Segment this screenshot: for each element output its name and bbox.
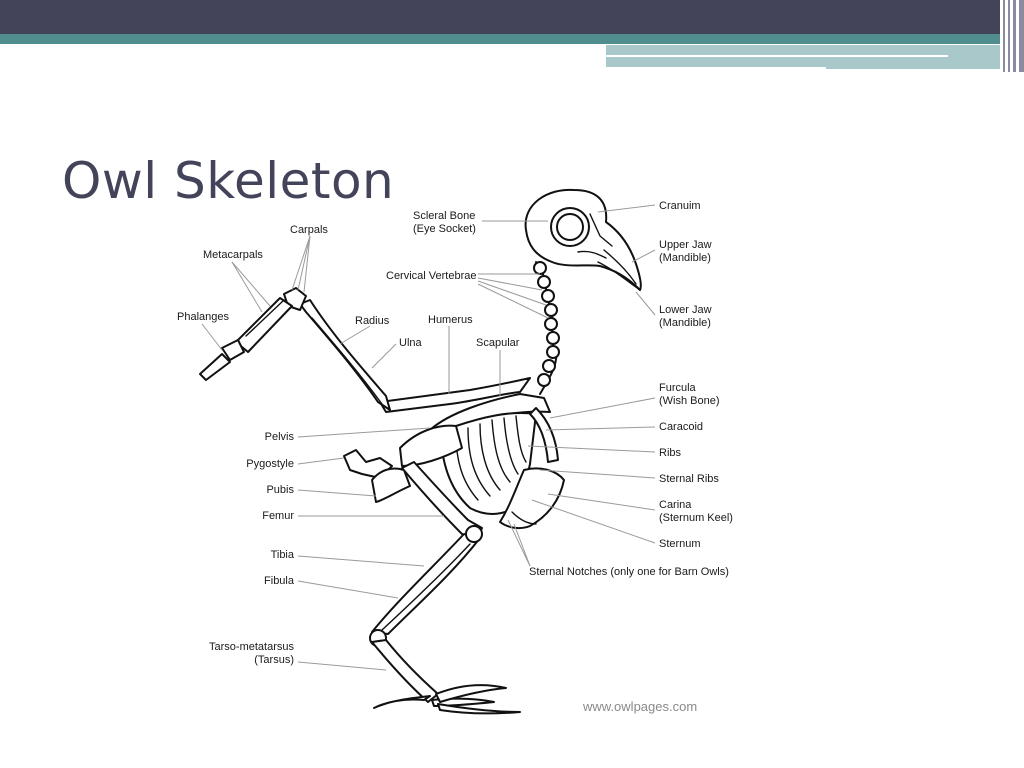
label-cervical-vertebrae: Cervical Vertebrae bbox=[386, 270, 477, 282]
label-radius: Radius bbox=[355, 315, 390, 327]
label-lower-jaw-sub: (Mandible) bbox=[659, 317, 711, 329]
leader-lines bbox=[201, 204, 656, 671]
leg bbox=[369, 461, 521, 715]
pelvis-tail bbox=[343, 424, 463, 503]
label-carina-sub: (Sternum Keel) bbox=[659, 512, 733, 524]
label-tarso-metatarsus-sub: (Tarsus) bbox=[254, 654, 294, 666]
body-torso bbox=[429, 393, 565, 530]
skull bbox=[524, 188, 642, 291]
label-sternal-notches: Sternal Notches (only one for Barn Owls) bbox=[529, 566, 729, 578]
label-furcula-sub: (Wish Bone) bbox=[659, 395, 720, 407]
header-accent-line-lower bbox=[606, 67, 826, 69]
label-fibula: Fibula bbox=[264, 575, 295, 587]
label-upper-jaw-sub: (Mandible) bbox=[659, 252, 711, 264]
neck-vertebrae bbox=[533, 261, 560, 395]
label-humerus: Humerus bbox=[428, 314, 473, 326]
label-pygostyle: Pygostyle bbox=[246, 458, 294, 470]
label-pubis: Pubis bbox=[266, 484, 294, 496]
label-scapular: Scapular bbox=[476, 337, 520, 349]
label-metacarpals: Metacarpals bbox=[203, 249, 263, 261]
wing bbox=[199, 287, 531, 413]
label-lower-jaw: Lower Jaw bbox=[659, 304, 712, 316]
label-upper-jaw: Upper Jaw bbox=[659, 239, 712, 251]
label-ulna: Ulna bbox=[399, 337, 423, 349]
label-phalanges: Phalanges bbox=[177, 311, 229, 323]
header-bar-dark bbox=[0, 0, 1024, 34]
header-accent-line bbox=[606, 55, 948, 57]
label-carina: Carina bbox=[659, 499, 692, 511]
label-sternal-ribs: Sternal Ribs bbox=[659, 473, 719, 485]
header-bar-teal bbox=[0, 34, 1024, 44]
label-caracoid: Caracoid bbox=[659, 421, 703, 433]
label-ribs: Ribs bbox=[659, 447, 682, 459]
slide-title: Owl Skeleton bbox=[62, 152, 395, 210]
label-carpals: Carpals bbox=[290, 224, 328, 236]
label-pelvis: Pelvis bbox=[265, 431, 295, 443]
label-femur: Femur bbox=[262, 510, 294, 522]
label-sternum: Sternum bbox=[659, 538, 701, 550]
watermark-text: www.owlpages.com bbox=[582, 699, 697, 714]
label-cranium: Cranuim bbox=[659, 200, 701, 212]
label-scleral-bone-sub: (Eye Socket) bbox=[413, 223, 476, 235]
label-tarso-metatarsus: Tarso-metatarsus bbox=[209, 641, 294, 653]
diagram-labels: Scleral Bone (Eye Socket) Cranuim Upper … bbox=[177, 200, 733, 666]
header-edge-lines bbox=[1000, 0, 1024, 72]
label-scleral-bone: Scleral Bone bbox=[413, 210, 475, 222]
label-tibia: Tibia bbox=[271, 549, 295, 561]
label-furcula: Furcula bbox=[659, 382, 697, 394]
